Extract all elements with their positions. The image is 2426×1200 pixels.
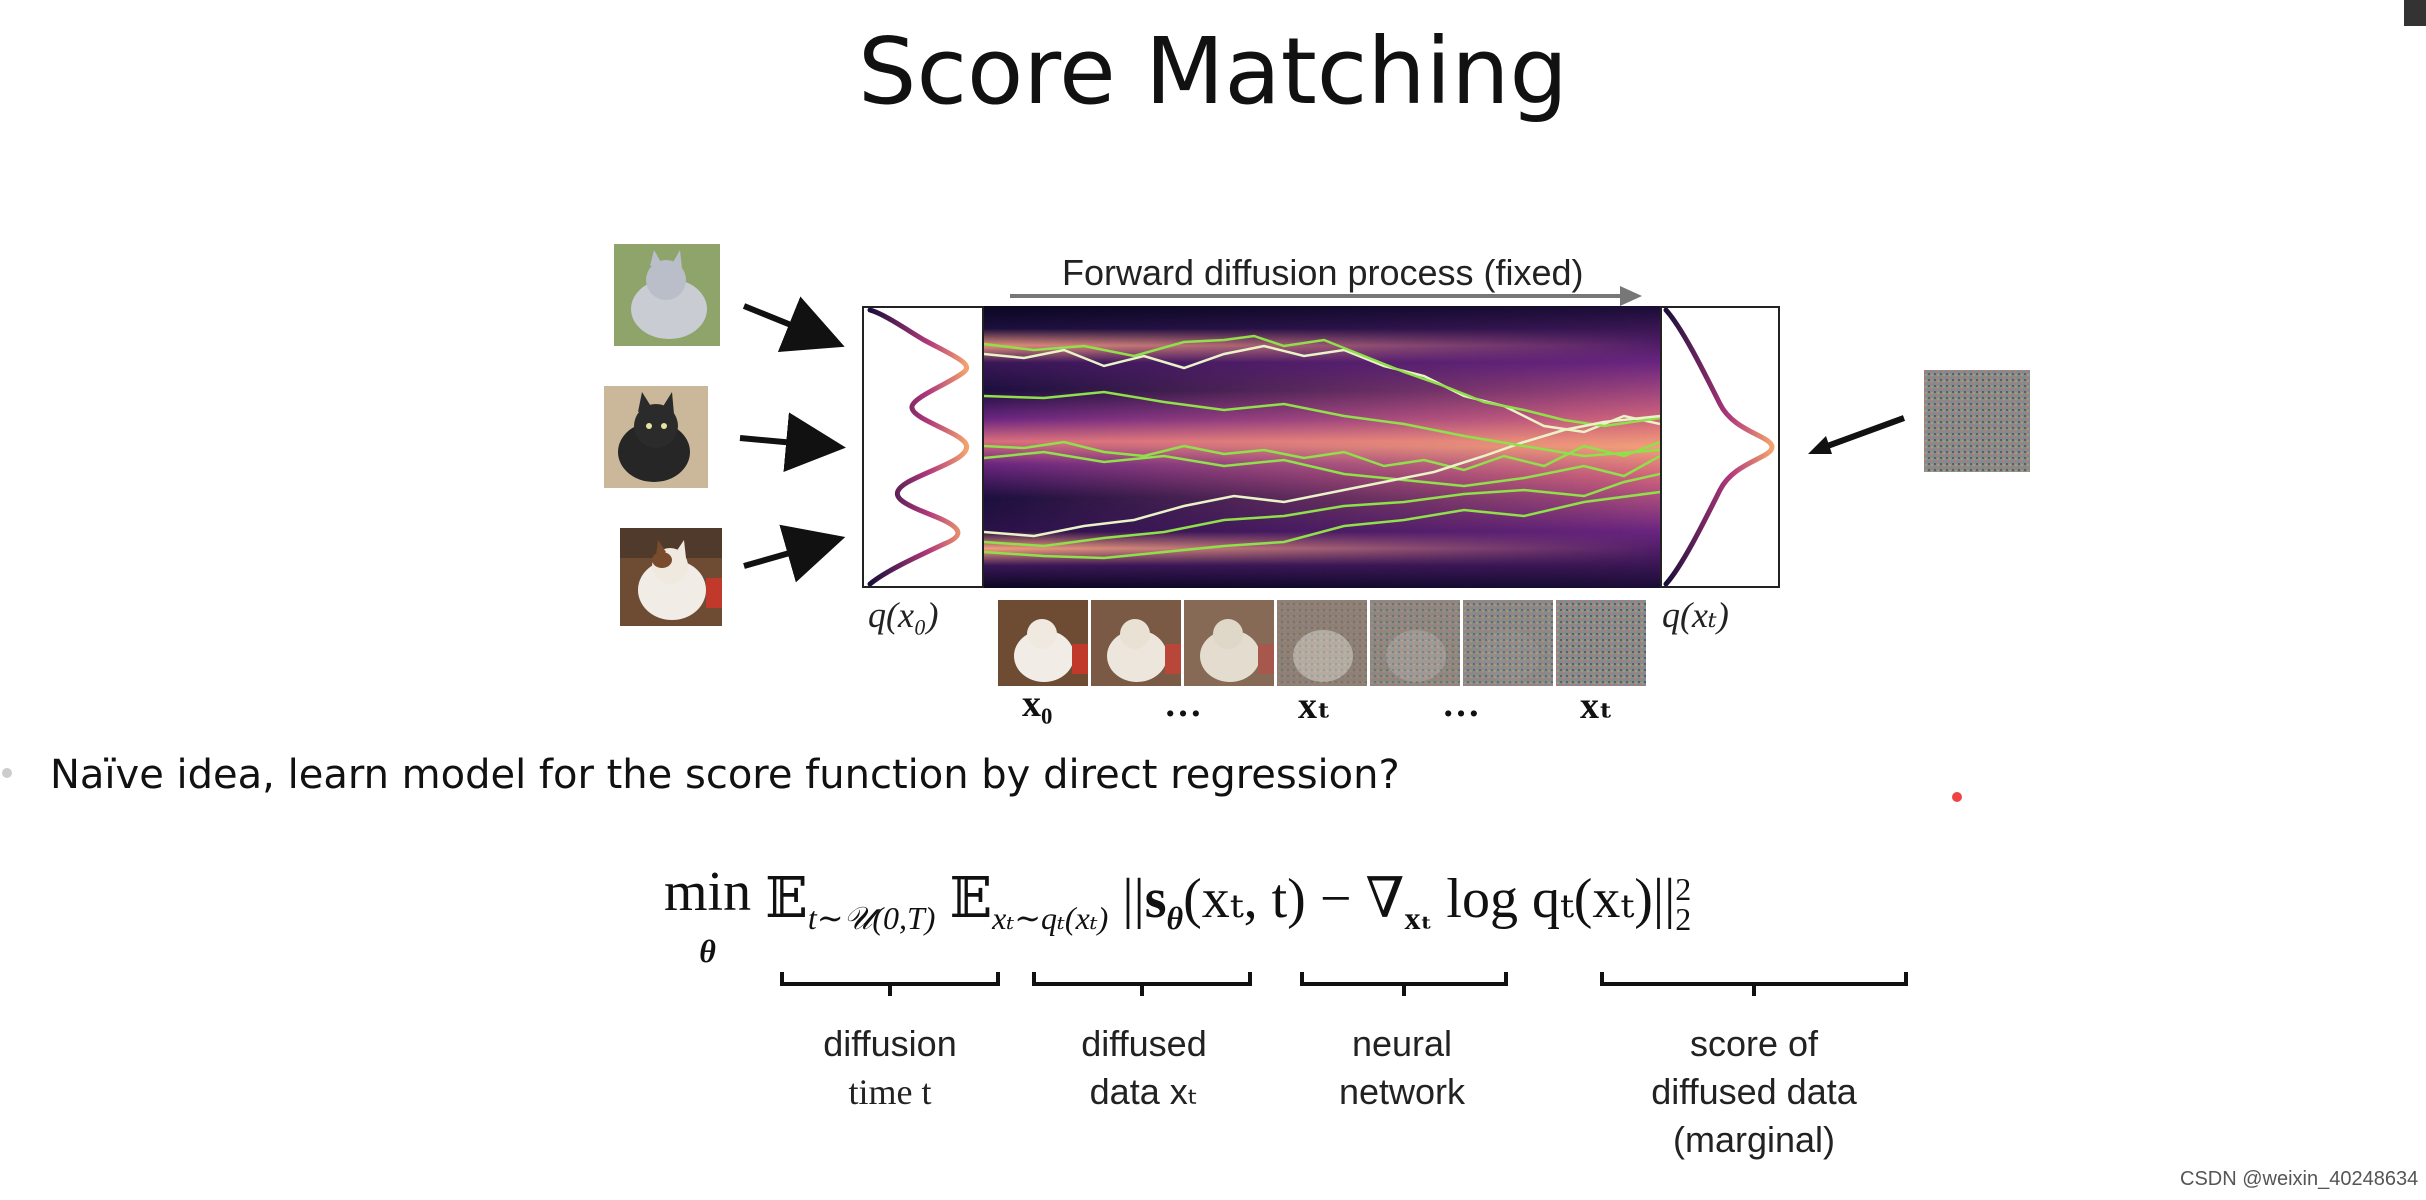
noise-image bbox=[1924, 370, 2030, 472]
caption-score-of-diffused-data: score of diffused data (marginal) bbox=[1624, 1020, 1884, 1164]
caption-diffusion-time: diffusion time t bbox=[790, 1020, 990, 1116]
eq-log: log qₜ(xₜ) bbox=[1446, 868, 1653, 930]
q-xT-label: q(xₜ) bbox=[1662, 595, 1729, 635]
strip-image-6 bbox=[1556, 600, 1646, 686]
equation-braces bbox=[780, 972, 1908, 996]
laser-pointer-dot bbox=[1952, 792, 1962, 802]
gaussian-density-curve bbox=[1663, 307, 1775, 587]
eq-min: min bbox=[664, 861, 752, 923]
strip-label-xT: xₜ bbox=[1580, 685, 1614, 727]
strip-image-3 bbox=[1277, 600, 1367, 686]
eq-min-sub: θ bbox=[699, 933, 716, 969]
caption-line: time t bbox=[848, 1072, 932, 1112]
score-matching-equation: min θ 𝔼t∼𝒰(0,T) 𝔼xₜ∼qₜ(xₜ) ||sθ(xₜ, t) −… bbox=[664, 864, 1692, 970]
cat-image-gray bbox=[614, 244, 720, 346]
diffusion-heatmap bbox=[984, 306, 1660, 588]
eq-s-args: (xₜ, t) bbox=[1183, 868, 1306, 930]
strip-image-5 bbox=[1463, 600, 1553, 686]
eq-norm-close: || bbox=[1652, 868, 1676, 930]
caption-line: data xₜ bbox=[1089, 1071, 1199, 1112]
strip-label-x0: x₀ bbox=[1022, 683, 1053, 725]
q-x0-label: q(x₀) bbox=[868, 595, 939, 635]
eq-expectation-t-sub: t∼𝒰(0,T) bbox=[807, 900, 936, 937]
q-xT-density-frame bbox=[1660, 306, 1780, 588]
caption-line: diffusion bbox=[823, 1023, 957, 1064]
caption-line: network bbox=[1338, 1071, 1466, 1112]
strip-label-dots-2: … bbox=[1442, 683, 1480, 725]
eq-s-sub: θ bbox=[1166, 900, 1184, 937]
strip-label-xt: xₜ bbox=[1298, 685, 1332, 727]
diffusion-image-strip bbox=[998, 600, 1646, 686]
eq-nabla-sub: xₜ bbox=[1404, 900, 1433, 937]
eq-norm-sup: 2 bbox=[1675, 871, 1692, 908]
bullet-dot bbox=[2, 768, 12, 778]
eq-expectation-x-sub: xₜ∼qₜ(xₜ) bbox=[992, 900, 1109, 937]
eq-norm-open: || bbox=[1122, 868, 1145, 930]
eq-norm-sub: 2 bbox=[1675, 901, 1692, 938]
eq-nabla: ∇ bbox=[1365, 868, 1405, 930]
eq-minus: − bbox=[1319, 868, 1352, 930]
cat-image-black bbox=[604, 386, 708, 488]
bullet-text: Naïve idea, learn model for the score fu… bbox=[50, 752, 1400, 798]
caption-neural-network: neural network bbox=[1302, 1020, 1502, 1116]
caption-diffused-data: diffused data xₜ bbox=[1044, 1020, 1244, 1116]
caption-line: diffused bbox=[1081, 1023, 1207, 1064]
slide-title: Score Matching bbox=[858, 18, 1568, 125]
cat-image-calico bbox=[620, 528, 722, 626]
multimodal-density-curve bbox=[867, 307, 970, 587]
strip-label-dots-1: … bbox=[1164, 683, 1202, 725]
strip-image-1 bbox=[1091, 600, 1181, 686]
strip-image-0 bbox=[998, 600, 1088, 686]
caption-line: score of bbox=[1689, 1023, 1819, 1064]
strip-image-4 bbox=[1370, 600, 1460, 686]
q-x0-density-frame bbox=[862, 306, 984, 588]
corner-thumbnail bbox=[2404, 0, 2426, 26]
forward-process-label: Forward diffusion process (fixed) bbox=[1062, 252, 1584, 293]
caption-line: neural bbox=[1351, 1023, 1453, 1064]
strip-image-2 bbox=[1184, 600, 1274, 686]
caption-line: (marginal) bbox=[1672, 1119, 1836, 1160]
watermark: CSDN @weixin_40248634 bbox=[2180, 1168, 2419, 1190]
caption-line: diffused data bbox=[1651, 1071, 1857, 1112]
eq-expectation-t: 𝔼 bbox=[765, 868, 808, 930]
input-arrows bbox=[739, 296, 846, 583]
eq-s: s bbox=[1144, 868, 1167, 930]
noise-arrow bbox=[1808, 415, 1906, 454]
forward-arrow bbox=[1010, 286, 1642, 306]
eq-expectation-x: 𝔼 bbox=[949, 868, 993, 930]
